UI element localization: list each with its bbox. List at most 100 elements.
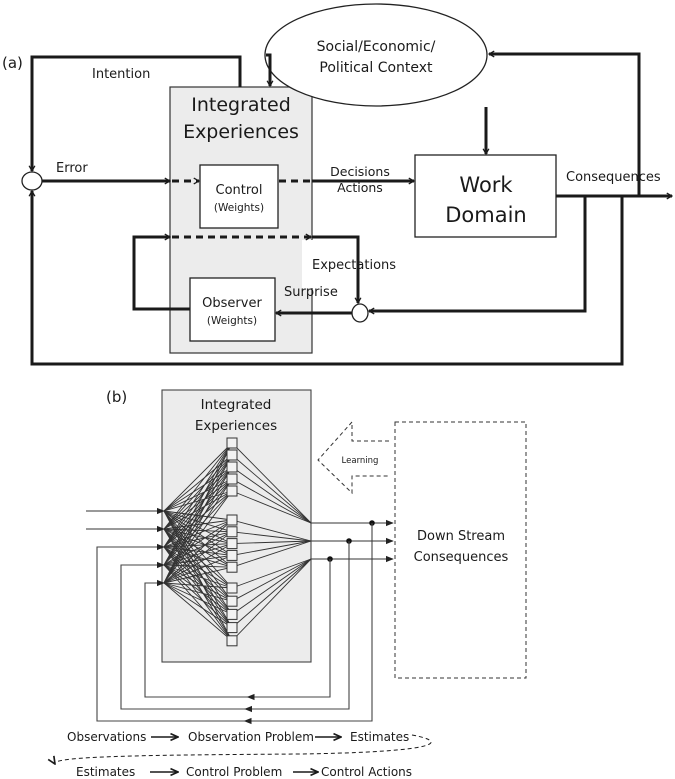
network-nodes bbox=[226, 437, 238, 647]
flow-control-actions: Control Actions bbox=[321, 765, 412, 779]
hidden-to-output-connection bbox=[231, 558, 312, 642]
consequences-to-surprise-arrow bbox=[369, 196, 587, 311]
network-io-lines bbox=[86, 507, 394, 725]
input-to-hidden-connection bbox=[163, 490, 233, 548]
input-to-hidden-connection bbox=[163, 543, 233, 566]
hidden-to-output-connection bbox=[231, 519, 312, 542]
feedback-loop-line bbox=[144, 559, 331, 698]
hidden-node bbox=[226, 437, 238, 449]
observer-loop-arrow bbox=[132, 237, 190, 311]
input-to-hidden-connection bbox=[163, 510, 233, 602]
expectations-label-mask bbox=[302, 240, 314, 288]
input-to-hidden-connection bbox=[163, 528, 233, 628]
input-to-hidden-connection bbox=[163, 510, 233, 568]
input-to-hidden-connection bbox=[163, 466, 233, 512]
panel-b-label: (b) bbox=[106, 388, 127, 406]
work-domain-line2: Domain bbox=[445, 203, 527, 227]
control-box bbox=[199, 164, 279, 229]
hidden-node bbox=[226, 473, 238, 485]
context-to-integrated-arrow bbox=[266, 53, 270, 86]
flow-estimates: Estimates bbox=[350, 730, 409, 744]
input-to-hidden-connection bbox=[163, 528, 233, 615]
input-to-hidden-connection bbox=[163, 510, 233, 615]
input-to-hidden-connection bbox=[163, 582, 233, 628]
flow-observations: Observations bbox=[67, 730, 146, 744]
panel-a: (a) Integrated Experiences Control (Weig… bbox=[2, 3, 672, 366]
control-sub-label: (Weights) bbox=[214, 202, 264, 214]
outer-feedback-arrow bbox=[32, 191, 624, 366]
downstream-consequences-box bbox=[394, 421, 527, 679]
hidden-to-output-connection bbox=[231, 540, 312, 545]
hidden-node bbox=[226, 561, 238, 573]
input-to-hidden-connection bbox=[163, 564, 233, 615]
input-to-hidden-connection bbox=[163, 510, 233, 642]
hidden-to-output-connection bbox=[231, 540, 312, 568]
network-title-line2: Experiences bbox=[195, 418, 277, 434]
hidden-node bbox=[226, 538, 238, 550]
input-to-hidden-connection bbox=[163, 564, 233, 568]
input-to-hidden-connection bbox=[163, 564, 233, 628]
hidden-node bbox=[226, 549, 238, 561]
network-title-line1: Integrated bbox=[201, 397, 272, 413]
hidden-node bbox=[226, 526, 238, 538]
input-to-hidden-connection bbox=[163, 490, 233, 530]
hidden-node bbox=[226, 608, 238, 620]
integrated-title-line1: Integrated bbox=[191, 94, 291, 116]
error-comparator-circle bbox=[21, 171, 43, 191]
context-label-line2: Political Context bbox=[319, 60, 433, 76]
hidden-to-output-connection bbox=[231, 490, 312, 524]
hidden-to-output-connection bbox=[231, 540, 312, 556]
learning-label: Learning bbox=[342, 456, 379, 466]
input-to-hidden-connection bbox=[163, 510, 233, 545]
process-flow: Observations Observation Problem Estimat… bbox=[55, 730, 432, 779]
downstream-label-line2: Consequences bbox=[414, 550, 509, 565]
decisions-label: Decisions bbox=[330, 164, 390, 179]
input-to-hidden-connection bbox=[163, 490, 233, 566]
expectations-label: Expectations bbox=[312, 258, 396, 273]
intention-label: Intention bbox=[92, 67, 150, 82]
flow-observation-problem: Observation Problem bbox=[188, 730, 314, 744]
input-to-hidden-connection bbox=[163, 554, 233, 566]
consequences-to-context-arrow bbox=[489, 54, 641, 196]
input-to-hidden-connection bbox=[163, 510, 233, 533]
surprise-comparator-circle bbox=[351, 303, 369, 323]
hidden-to-output-connection bbox=[231, 531, 312, 542]
input-to-hidden-connection bbox=[163, 510, 233, 589]
input-to-hidden-connection bbox=[163, 528, 233, 602]
hidden-node bbox=[226, 514, 238, 526]
input-to-hidden-connection bbox=[163, 543, 233, 548]
context-ellipse bbox=[264, 3, 488, 107]
hidden-node bbox=[226, 449, 238, 461]
input-to-hidden-connection bbox=[163, 528, 233, 642]
input-to-hidden-connection bbox=[163, 490, 233, 584]
integrated-title-line2: Experiences bbox=[183, 121, 299, 143]
hidden-to-output-connection bbox=[231, 466, 312, 524]
input-to-hidden-connection bbox=[163, 546, 233, 615]
input-to-hidden-connection bbox=[163, 528, 233, 533]
input-to-hidden-connection bbox=[163, 510, 233, 521]
hidden-to-output-connection bbox=[231, 442, 312, 524]
input-to-hidden-connection bbox=[163, 528, 233, 545]
panel-b: (b) Integrated Experiences Learning Down… bbox=[106, 388, 527, 679]
network-connections bbox=[163, 442, 312, 642]
downstream-label-line1: Down Stream bbox=[417, 529, 505, 544]
hidden-to-output-connection bbox=[231, 454, 312, 524]
flow-estimates-2: Estimates bbox=[76, 765, 135, 779]
surprise-label: Surprise bbox=[284, 285, 338, 300]
hidden-to-output-connection bbox=[231, 558, 312, 615]
consequences-label: Consequences bbox=[566, 170, 661, 185]
hidden-node bbox=[226, 635, 238, 647]
input-to-hidden-connection bbox=[163, 546, 233, 589]
input-to-hidden-connection bbox=[163, 546, 233, 628]
input-to-hidden-connection bbox=[163, 546, 233, 568]
input-to-hidden-connection bbox=[163, 442, 233, 512]
learning-arrow bbox=[317, 420, 389, 495]
control-label: Control bbox=[216, 183, 263, 198]
input-to-hidden-connection bbox=[163, 582, 233, 602]
input-to-hidden-connection bbox=[163, 564, 233, 602]
hidden-node bbox=[226, 595, 238, 607]
input-to-hidden-connection bbox=[163, 510, 233, 628]
hidden-node bbox=[226, 622, 238, 634]
panel-a-label: (a) bbox=[2, 54, 23, 72]
hidden-to-output-connection bbox=[231, 558, 312, 602]
